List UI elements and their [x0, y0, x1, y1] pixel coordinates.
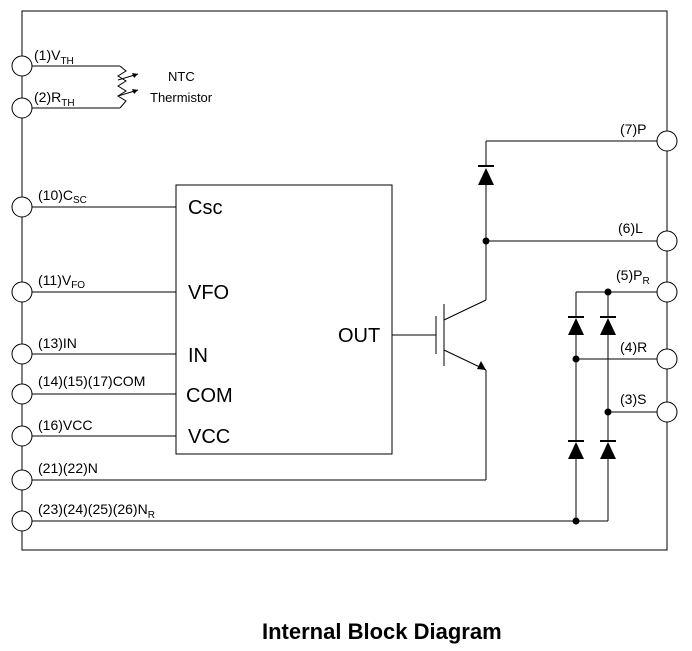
ntc-thermistor-symbol — [117, 65, 139, 109]
pin-r-label: (4)R — [620, 339, 647, 355]
igbt-symbol — [392, 241, 487, 480]
ic-in-label: IN — [188, 345, 208, 367]
ic-vcc-label: VCC — [188, 426, 230, 448]
pin-in-terminal — [11, 343, 33, 365]
left-pins — [11, 55, 33, 532]
pin-csc-label: (10)CSC — [38, 187, 87, 206]
rectifier-bridge — [568, 288, 667, 525]
pin-com-terminal — [11, 383, 33, 405]
pin-csc-terminal — [11, 196, 33, 218]
pin-nr-terminal — [11, 510, 33, 532]
pin-in-label: (13)IN — [38, 335, 77, 351]
pin-vth-terminal — [11, 55, 33, 77]
ic-csc-label: Csc — [188, 197, 222, 219]
diagram-caption: Internal Block Diagram — [262, 619, 502, 644]
right-pins — [656, 130, 678, 423]
ic-out-label: OUT — [338, 325, 380, 347]
pin-vcc-label: (16)VCC — [38, 417, 92, 433]
pin-com-label: (14)(15)(17)COM — [38, 373, 145, 389]
left-wires — [32, 65, 608, 522]
package-outline — [21, 10, 668, 551]
pin-vfo-terminal — [11, 281, 33, 303]
pin-pr-label: (5)PR — [616, 267, 650, 287]
ntc-label: NTC — [168, 69, 195, 84]
ic-com-label: COM — [186, 385, 233, 407]
pin-s-terminal — [656, 401, 678, 423]
pin-n-terminal — [11, 469, 33, 491]
thermistor-label: Thermistor — [150, 90, 213, 105]
ic-vfo-label: VFO — [188, 282, 229, 304]
freewheel-diode — [478, 140, 667, 245]
pin-vfo-label: (11)VFO — [38, 272, 85, 291]
pin-vcc-terminal — [11, 425, 33, 447]
pin-rth-terminal — [11, 97, 33, 119]
pin-p-label: (7)P — [620, 121, 646, 137]
pin-rth-label: (2)RTH — [34, 89, 75, 109]
pin-p-terminal — [656, 130, 678, 152]
pin-n-label: (21)(22)N — [38, 460, 98, 476]
pin-r-terminal — [656, 348, 678, 370]
control-ic-block — [175, 184, 393, 455]
pin-nr-label: (23)(24)(25)(26)NR — [38, 501, 155, 521]
pin-vth-label: (1)VTH — [34, 47, 74, 67]
pin-l-terminal — [656, 230, 678, 252]
pin-l-label: (6)L — [618, 220, 643, 236]
pin-s-label: (3)S — [620, 391, 646, 407]
pin-pr-terminal — [656, 281, 678, 303]
